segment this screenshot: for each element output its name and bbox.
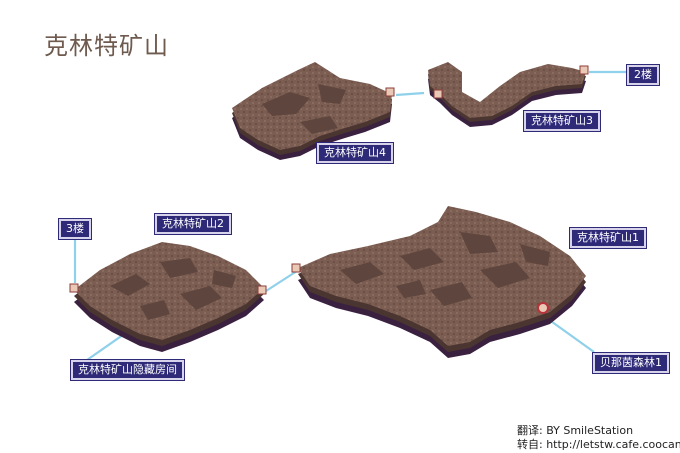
connector-forest: [547, 318, 595, 353]
mine4-cave: [232, 62, 395, 160]
label-mine1[interactable]: 克林特矿山1: [569, 227, 647, 249]
mine3-cave: [428, 62, 589, 127]
connector-2-1: [265, 270, 298, 292]
credit-source: 转自: http://letstw.cafe.coocan.jp/: [517, 438, 680, 451]
label-hidden-room[interactable]: 克林特矿山隐藏房间: [70, 359, 185, 381]
label-mine4[interactable]: 克林特矿山4: [316, 142, 394, 164]
credits: 翻译: BY SmileStation 转自: http://letstw.ca…: [517, 424, 680, 452]
page-title: 克林特矿山: [44, 32, 169, 60]
label-floor3[interactable]: 3楼: [58, 218, 92, 240]
mine2-cave: [69, 242, 267, 352]
label-mine3[interactable]: 克林特矿山3: [523, 110, 601, 132]
label-floor2[interactable]: 2楼: [626, 64, 660, 86]
label-mine2[interactable]: 克林特矿山2: [154, 213, 232, 235]
connector-4-3: [395, 91, 425, 97]
mine1-cave: [291, 206, 586, 358]
label-forest[interactable]: 贝那茵森林1: [592, 352, 670, 374]
credit-translation: 翻译: BY SmileStation: [517, 424, 634, 437]
